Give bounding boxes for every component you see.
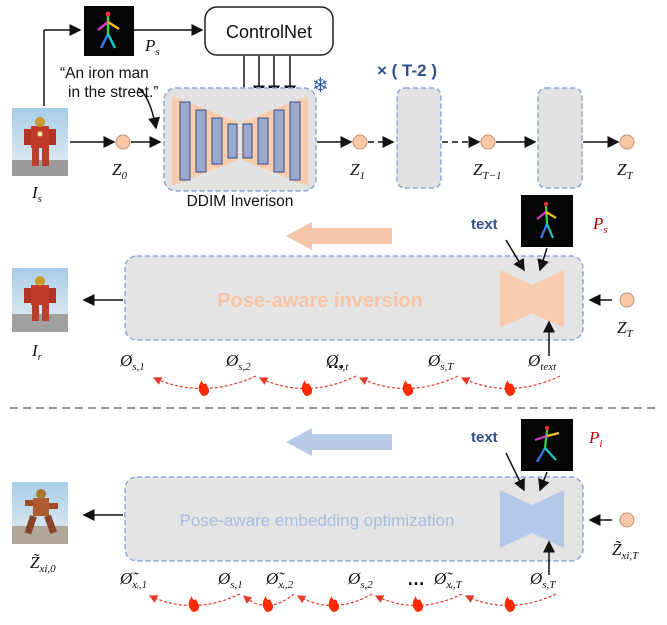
node-z1 — [352, 134, 368, 150]
flame-icon — [301, 380, 313, 396]
phi-symbol: Øs,t — [325, 351, 349, 373]
unet-bottom — [500, 490, 564, 548]
z0-label: Z0 — [112, 160, 127, 182]
phi-symbol: Øs,2 — [347, 569, 373, 591]
text-label-bottom: text — [471, 429, 498, 446]
pose-image-bottom — [521, 419, 573, 471]
unet-middle — [500, 270, 564, 328]
repeat-label: × ( T-2 ) — [377, 61, 437, 80]
node-z0 — [115, 134, 131, 150]
controlnet-box — [204, 6, 334, 56]
flame-icon — [328, 596, 340, 612]
output-image-bottom — [12, 482, 68, 544]
ellipsis-middle: … — [327, 352, 345, 372]
pose-image-top — [84, 6, 134, 56]
zt-label: ZT — [617, 160, 633, 182]
phi-symbol: Ø̃xᵢ,1 — [119, 569, 147, 591]
optimization-loop-arrow — [152, 375, 257, 390]
flame-icon — [198, 380, 210, 396]
phi-symbol: Ø̃xᵢ,2 — [265, 569, 294, 591]
pose-aware-inversion-panel — [124, 255, 584, 341]
phi-symbol: Øs,1 — [119, 351, 145, 373]
bottom-connector-arrows — [82, 452, 612, 575]
pose-image-middle — [521, 195, 573, 247]
pose-label-middle: Ps — [592, 214, 608, 236]
ztm1-label: ZT−1 — [473, 160, 502, 182]
flame-icon — [412, 596, 424, 612]
middle-direction-arrow — [286, 222, 392, 250]
phi-symbol: Øs,T — [529, 569, 556, 591]
phi-symbol: Øtext — [527, 351, 557, 373]
bottom-phi-row: Ø̃xᵢ,1 Øs,1 Ø̃xᵢ,2 Øs,2 Ø̃xᵢ,T Øs,T — [119, 569, 556, 591]
flame-icon — [188, 596, 200, 612]
repeat-block-1 — [396, 87, 442, 189]
flame-icon — [402, 380, 414, 396]
pose-label-bottom: Pi — [588, 428, 602, 450]
controlnet-label: ControlNet — [226, 22, 312, 42]
bottom-optimization-loops — [148, 593, 557, 612]
phi-symbol: Øs,1 — [217, 569, 243, 591]
input-label: Is — [31, 183, 42, 205]
pose-aware-inversion-title: Pose-aware inversion — [217, 290, 423, 312]
zt-label-middle: ZT — [617, 318, 633, 340]
output-image-middle — [12, 268, 68, 332]
bottom-direction-arrow — [286, 428, 392, 456]
repeat-block-2 — [537, 87, 583, 189]
prompt-line-2: in the street.” — [68, 84, 158, 101]
phi-symbol: Øs,2 — [225, 351, 251, 373]
phi-symbol: Ø̃xᵢ,T — [433, 569, 463, 591]
freeze-icon: ❄ — [312, 73, 329, 97]
text-label-middle: text — [471, 216, 498, 233]
node-zxi-t — [619, 512, 635, 528]
ddim-label: DDIM Inverison — [187, 193, 294, 210]
prompt-line-1: “An iron man — [60, 65, 149, 82]
output-label-middle: Ir — [31, 341, 43, 363]
ellipsis-bottom: … — [407, 569, 425, 589]
middle-phi-row: Øs,1 Øs,2 Øs,t Øs,T Øtext — [119, 351, 557, 373]
optimization-loop-arrow — [243, 593, 295, 607]
pose-label-top: Ps — [144, 36, 160, 58]
phi-symbol: Øs,T — [427, 351, 454, 373]
flame-icon — [262, 596, 274, 612]
top-connector-arrows — [43, 24, 296, 130]
node-ztm1 — [480, 134, 496, 150]
pose-aware-embedding-title: Pose-aware embedding optimization — [180, 511, 455, 530]
z1-label: Z1 — [350, 160, 365, 182]
output-label-bottom: Z̃xi,0 — [30, 553, 56, 575]
flame-icon — [504, 380, 516, 396]
unet-bars — [179, 101, 301, 181]
middle-optimization-loops — [152, 375, 561, 396]
flame-icon — [504, 596, 516, 612]
input-image — [12, 108, 68, 176]
middle-connector-arrows — [82, 239, 612, 356]
input-label-bottom: Z̃xi,T — [612, 540, 639, 562]
node-zt — [619, 134, 635, 150]
node-zt-middle — [619, 292, 635, 308]
pose-aware-embedding-panel — [124, 476, 584, 562]
